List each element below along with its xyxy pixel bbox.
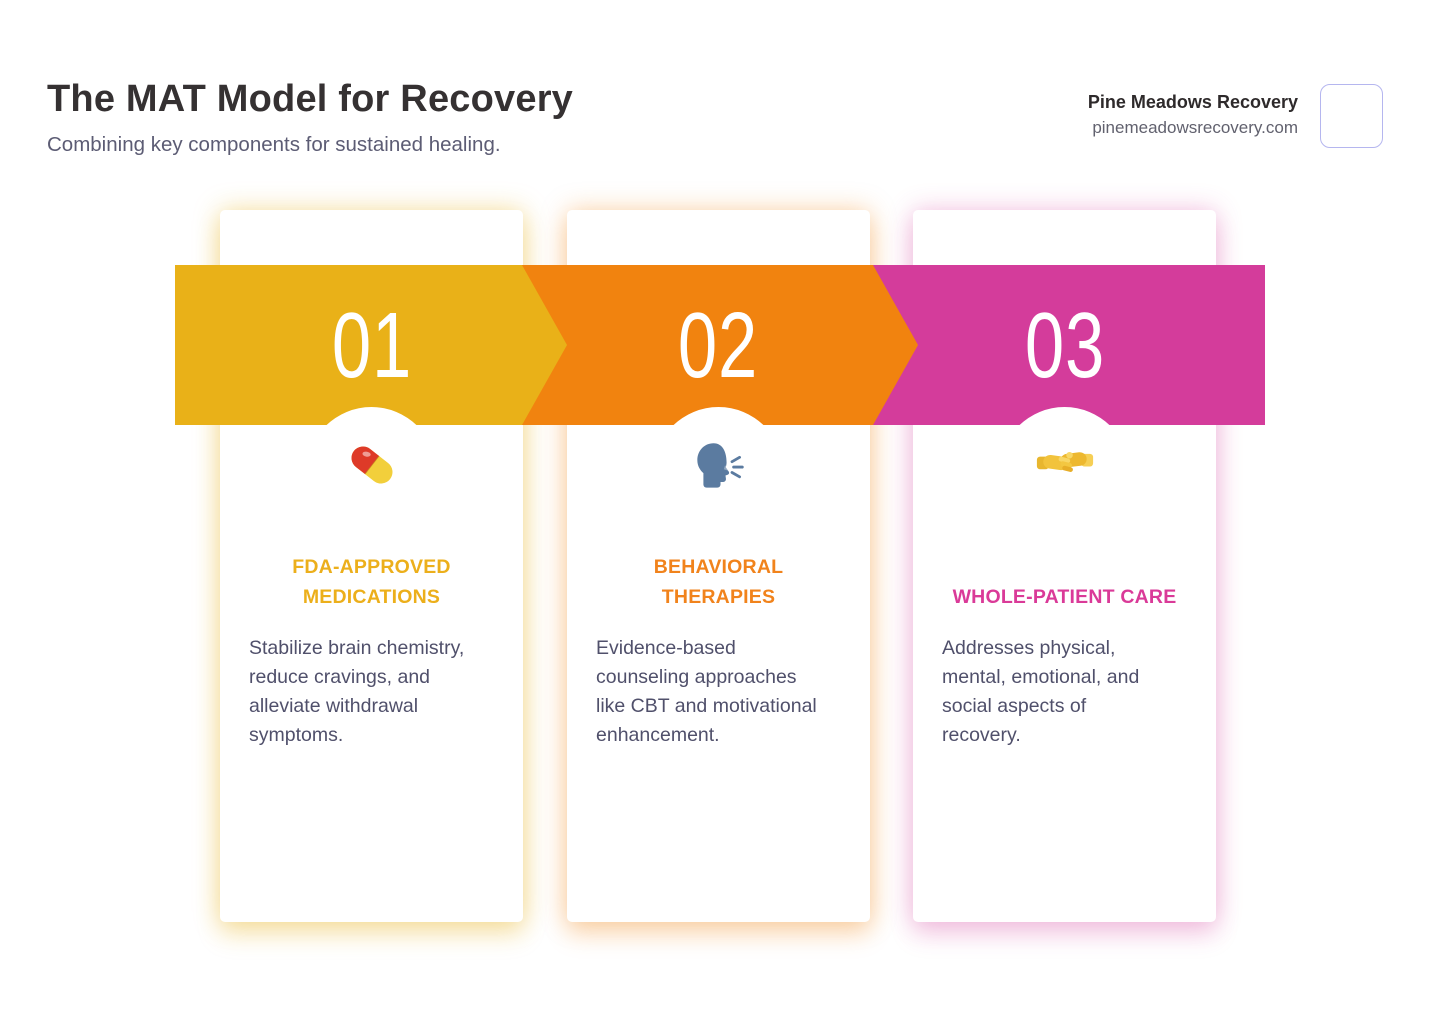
brand-website: pinemeadowsrecovery.com: [1092, 118, 1298, 137]
handshake-icon-svg: [1036, 451, 1093, 472]
pill-icon: [220, 440, 523, 490]
page-subtitle: Combining key components for sustained h…: [47, 133, 501, 156]
banner-notch-2: [673, 407, 764, 425]
banner-notch-1: [326, 407, 417, 425]
banner-segment-3: [873, 265, 1265, 425]
speaking-head-icon: [567, 440, 870, 492]
banner-segment-1: [175, 265, 567, 425]
banner-segment-2: [522, 265, 918, 425]
step-title-3: WHOLE-PATIENT CARE: [952, 586, 1177, 608]
handshake-icon: [913, 440, 1216, 484]
banner-notch-3: [1019, 407, 1110, 425]
process-arrow-banner: [175, 265, 1265, 425]
speaking-head-icon-svg: [696, 443, 744, 488]
step-title-2: BEHAVIORAL THERAPIES: [653, 556, 784, 608]
step-description-1: Stabilize brain chemistry, reduce cravin…: [249, 637, 465, 746]
step-number-3: 03: [1024, 292, 1106, 397]
brand-logo-placeholder: [1320, 84, 1383, 148]
brand-name: Pine Meadows Recovery: [1087, 92, 1298, 112]
brand-block: Pine Meadows Recovery pinemeadowsrecover…: [1088, 91, 1298, 138]
step-number-1: 01: [331, 292, 413, 397]
pill-icon-svg: [351, 446, 392, 484]
step-description-3: Addresses physical, mental, emotional, a…: [942, 637, 1140, 746]
step-title-1: FDA-APPROVED MEDICATIONS: [292, 556, 451, 608]
step-description-2: Evidence-based counseling approaches lik…: [596, 637, 817, 746]
step-number-2: 02: [677, 292, 759, 397]
page-title: The MAT Model for Recovery: [47, 78, 574, 120]
